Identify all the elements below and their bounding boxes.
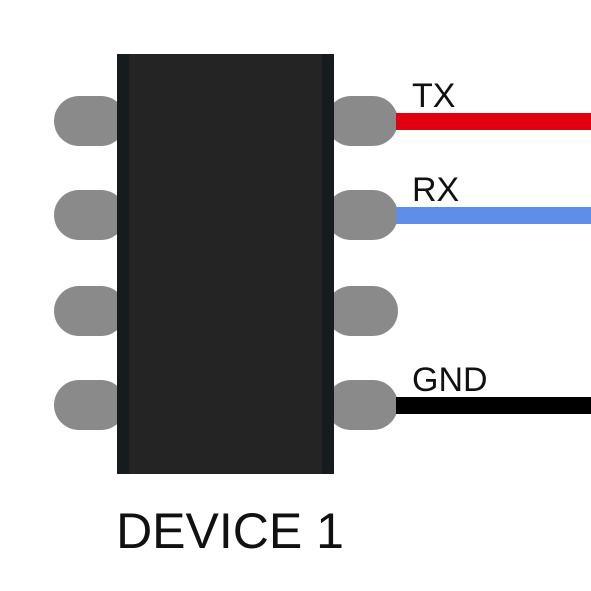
tx-label: TX	[412, 77, 456, 115]
pin-right-gnd	[326, 380, 398, 430]
chip-body	[117, 54, 334, 474]
rx-label: RX	[412, 171, 460, 209]
device-label: DEVICE 1	[116, 503, 344, 559]
chip-right-edge	[322, 54, 334, 474]
pin-left-4	[54, 380, 126, 430]
pin-left-2	[54, 190, 126, 240]
rx-wire	[396, 207, 591, 224]
pin-left-1	[54, 96, 126, 146]
pin-left-3	[54, 286, 126, 336]
pin-right-3	[326, 286, 398, 336]
tx-wire	[396, 113, 591, 130]
gnd-label: GND	[412, 361, 488, 399]
chip-left-edge	[117, 54, 129, 474]
pin-right-tx	[326, 96, 398, 146]
gnd-wire	[396, 397, 591, 414]
pin-right-rx	[326, 190, 398, 240]
